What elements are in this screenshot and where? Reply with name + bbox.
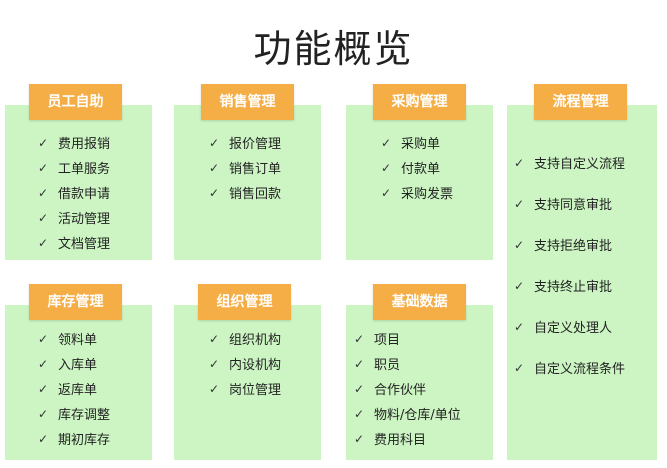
- check-icon: ✓: [514, 278, 525, 293]
- list-inventory-management: ✓领料单 ✓入库单 ✓返库单 ✓库存调整 ✓期初库存: [38, 326, 110, 451]
- list-item: ✓活动管理: [38, 210, 111, 228]
- list-item: ✓支持拒绝审批: [514, 237, 613, 255]
- list-item: ✓自定义处理人: [514, 319, 613, 337]
- panel-basic-data: [346, 305, 493, 460]
- panel-purchase-management: [346, 105, 493, 260]
- check-icon: ✓: [38, 431, 49, 446]
- list-item: ✓返库单: [38, 381, 98, 399]
- list-item: ✓库存调整: [38, 406, 111, 424]
- check-icon: ✓: [381, 185, 392, 200]
- list-employee-self-service: ✓费用报销 ✓工单服务 ✓借款申请 ✓活动管理 ✓文档管理: [38, 130, 110, 255]
- check-icon: ✓: [514, 360, 525, 375]
- check-icon: ✓: [38, 406, 49, 421]
- panel-organization-management: [174, 305, 321, 460]
- check-icon: ✓: [354, 406, 365, 421]
- list-item: ✓工单服务: [38, 160, 111, 178]
- check-icon: ✓: [514, 155, 525, 170]
- page-title: 功能概览: [253, 27, 414, 71]
- list-item: ✓采购发票: [381, 185, 454, 203]
- list-basic-data: ✓项目 ✓职员 ✓合作伙伴 ✓物料/仓库/单位 ✓费用科目: [354, 326, 461, 451]
- check-icon: ✓: [38, 210, 49, 225]
- check-icon: ✓: [38, 235, 49, 250]
- list-item: ✓入库单: [38, 356, 98, 374]
- list-sales-management: ✓报价管理 ✓销售订单 ✓销售回款: [209, 130, 281, 205]
- list-item: ✓支持终止审批: [514, 278, 613, 296]
- list-item: ✓付款单: [381, 160, 441, 178]
- check-icon: ✓: [209, 356, 220, 371]
- list-item: ✓领料单: [38, 331, 98, 349]
- check-icon: ✓: [209, 331, 220, 346]
- list-item: ✓支持自定义流程: [514, 155, 626, 173]
- header-basic-data: 基础数据: [373, 284, 466, 320]
- header-organization-management: 组织管理: [198, 284, 291, 320]
- header-purchase-management: 采购管理: [373, 84, 466, 120]
- header-employee-self-service: 员工自助: [29, 84, 122, 120]
- list-item: ✓文档管理: [38, 235, 111, 253]
- panel-inventory-management: [5, 305, 152, 460]
- list-item: ✓自定义流程条件: [514, 360, 626, 378]
- list-item: ✓职员: [354, 356, 401, 374]
- list-item: ✓合作伙伴: [354, 381, 427, 399]
- list-item: ✓销售回款: [209, 185, 282, 203]
- check-icon: ✓: [209, 381, 220, 396]
- check-icon: ✓: [354, 356, 365, 371]
- check-icon: ✓: [38, 160, 49, 175]
- check-icon: ✓: [38, 135, 49, 150]
- header-inventory-management: 库存管理: [29, 284, 122, 320]
- list-item: ✓内设机构: [209, 356, 282, 374]
- list-item: ✓费用报销: [38, 135, 111, 153]
- header-workflow-management: 流程管理: [534, 84, 627, 120]
- check-icon: ✓: [38, 185, 49, 200]
- check-icon: ✓: [354, 331, 365, 346]
- header-sales-management: 销售管理: [201, 84, 294, 120]
- list-item: ✓组织机构: [209, 331, 282, 349]
- panel-employee-self-service: [5, 105, 152, 260]
- list-item: ✓采购单: [381, 135, 441, 153]
- check-icon: ✓: [354, 431, 365, 446]
- check-icon: ✓: [514, 319, 525, 334]
- check-icon: ✓: [514, 196, 525, 211]
- check-icon: ✓: [38, 331, 49, 346]
- check-icon: ✓: [514, 237, 525, 252]
- list-item: ✓借款申请: [38, 185, 111, 203]
- list-item: ✓费用科目: [354, 431, 427, 449]
- list-item: ✓项目: [354, 331, 401, 349]
- list-item: ✓期初库存: [38, 431, 111, 449]
- check-icon: ✓: [38, 356, 49, 371]
- check-icon: ✓: [209, 135, 220, 150]
- check-icon: ✓: [209, 185, 220, 200]
- list-item: ✓支持同意审批: [514, 196, 613, 214]
- check-icon: ✓: [381, 135, 392, 150]
- check-icon: ✓: [209, 160, 220, 175]
- list-item: ✓物料/仓库/单位: [354, 406, 461, 424]
- list-item: ✓销售订单: [209, 160, 282, 178]
- check-icon: ✓: [354, 381, 365, 396]
- panel-sales-management: [174, 105, 321, 260]
- check-icon: ✓: [38, 381, 49, 396]
- list-item: ✓岗位管理: [209, 381, 282, 399]
- list-purchase-management: ✓采购单 ✓付款单 ✓采购发票: [381, 130, 453, 205]
- list-workflow-management: ✓支持自定义流程 ✓支持同意审批 ✓支持拒绝审批 ✓支持终止审批 ✓自定义处理人…: [514, 142, 625, 388]
- check-icon: ✓: [381, 160, 392, 175]
- panel-workflow-management: [507, 105, 657, 460]
- list-organization-management: ✓组织机构 ✓内设机构 ✓岗位管理: [209, 326, 281, 401]
- list-item: ✓报价管理: [209, 135, 282, 153]
